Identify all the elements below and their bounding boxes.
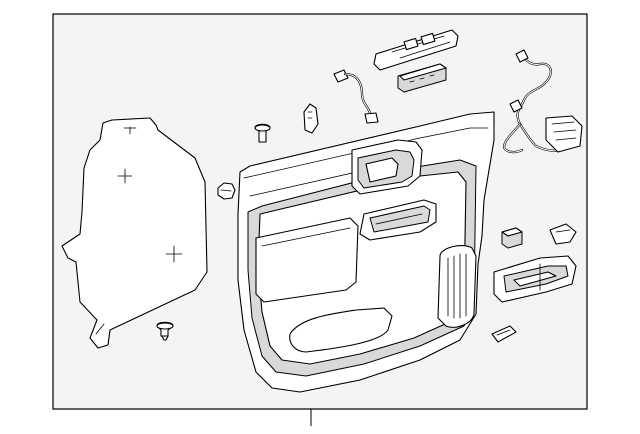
small-switch <box>501 227 523 249</box>
door-trim-panel <box>237 111 495 393</box>
retainer-clip-bottom <box>156 321 174 341</box>
pigtail-connector <box>333 69 379 124</box>
trim-bracket <box>303 103 319 134</box>
trim-cap <box>491 325 517 343</box>
lock-knob <box>549 223 577 245</box>
inside-handle-assembly <box>493 255 577 303</box>
push-nut <box>217 182 236 200</box>
window-switch-bezel <box>373 29 459 71</box>
wiring-harness <box>502 49 583 154</box>
window-switch-assembly <box>397 63 447 93</box>
retainer-clip-top <box>254 123 271 143</box>
water-deflector <box>61 117 208 349</box>
